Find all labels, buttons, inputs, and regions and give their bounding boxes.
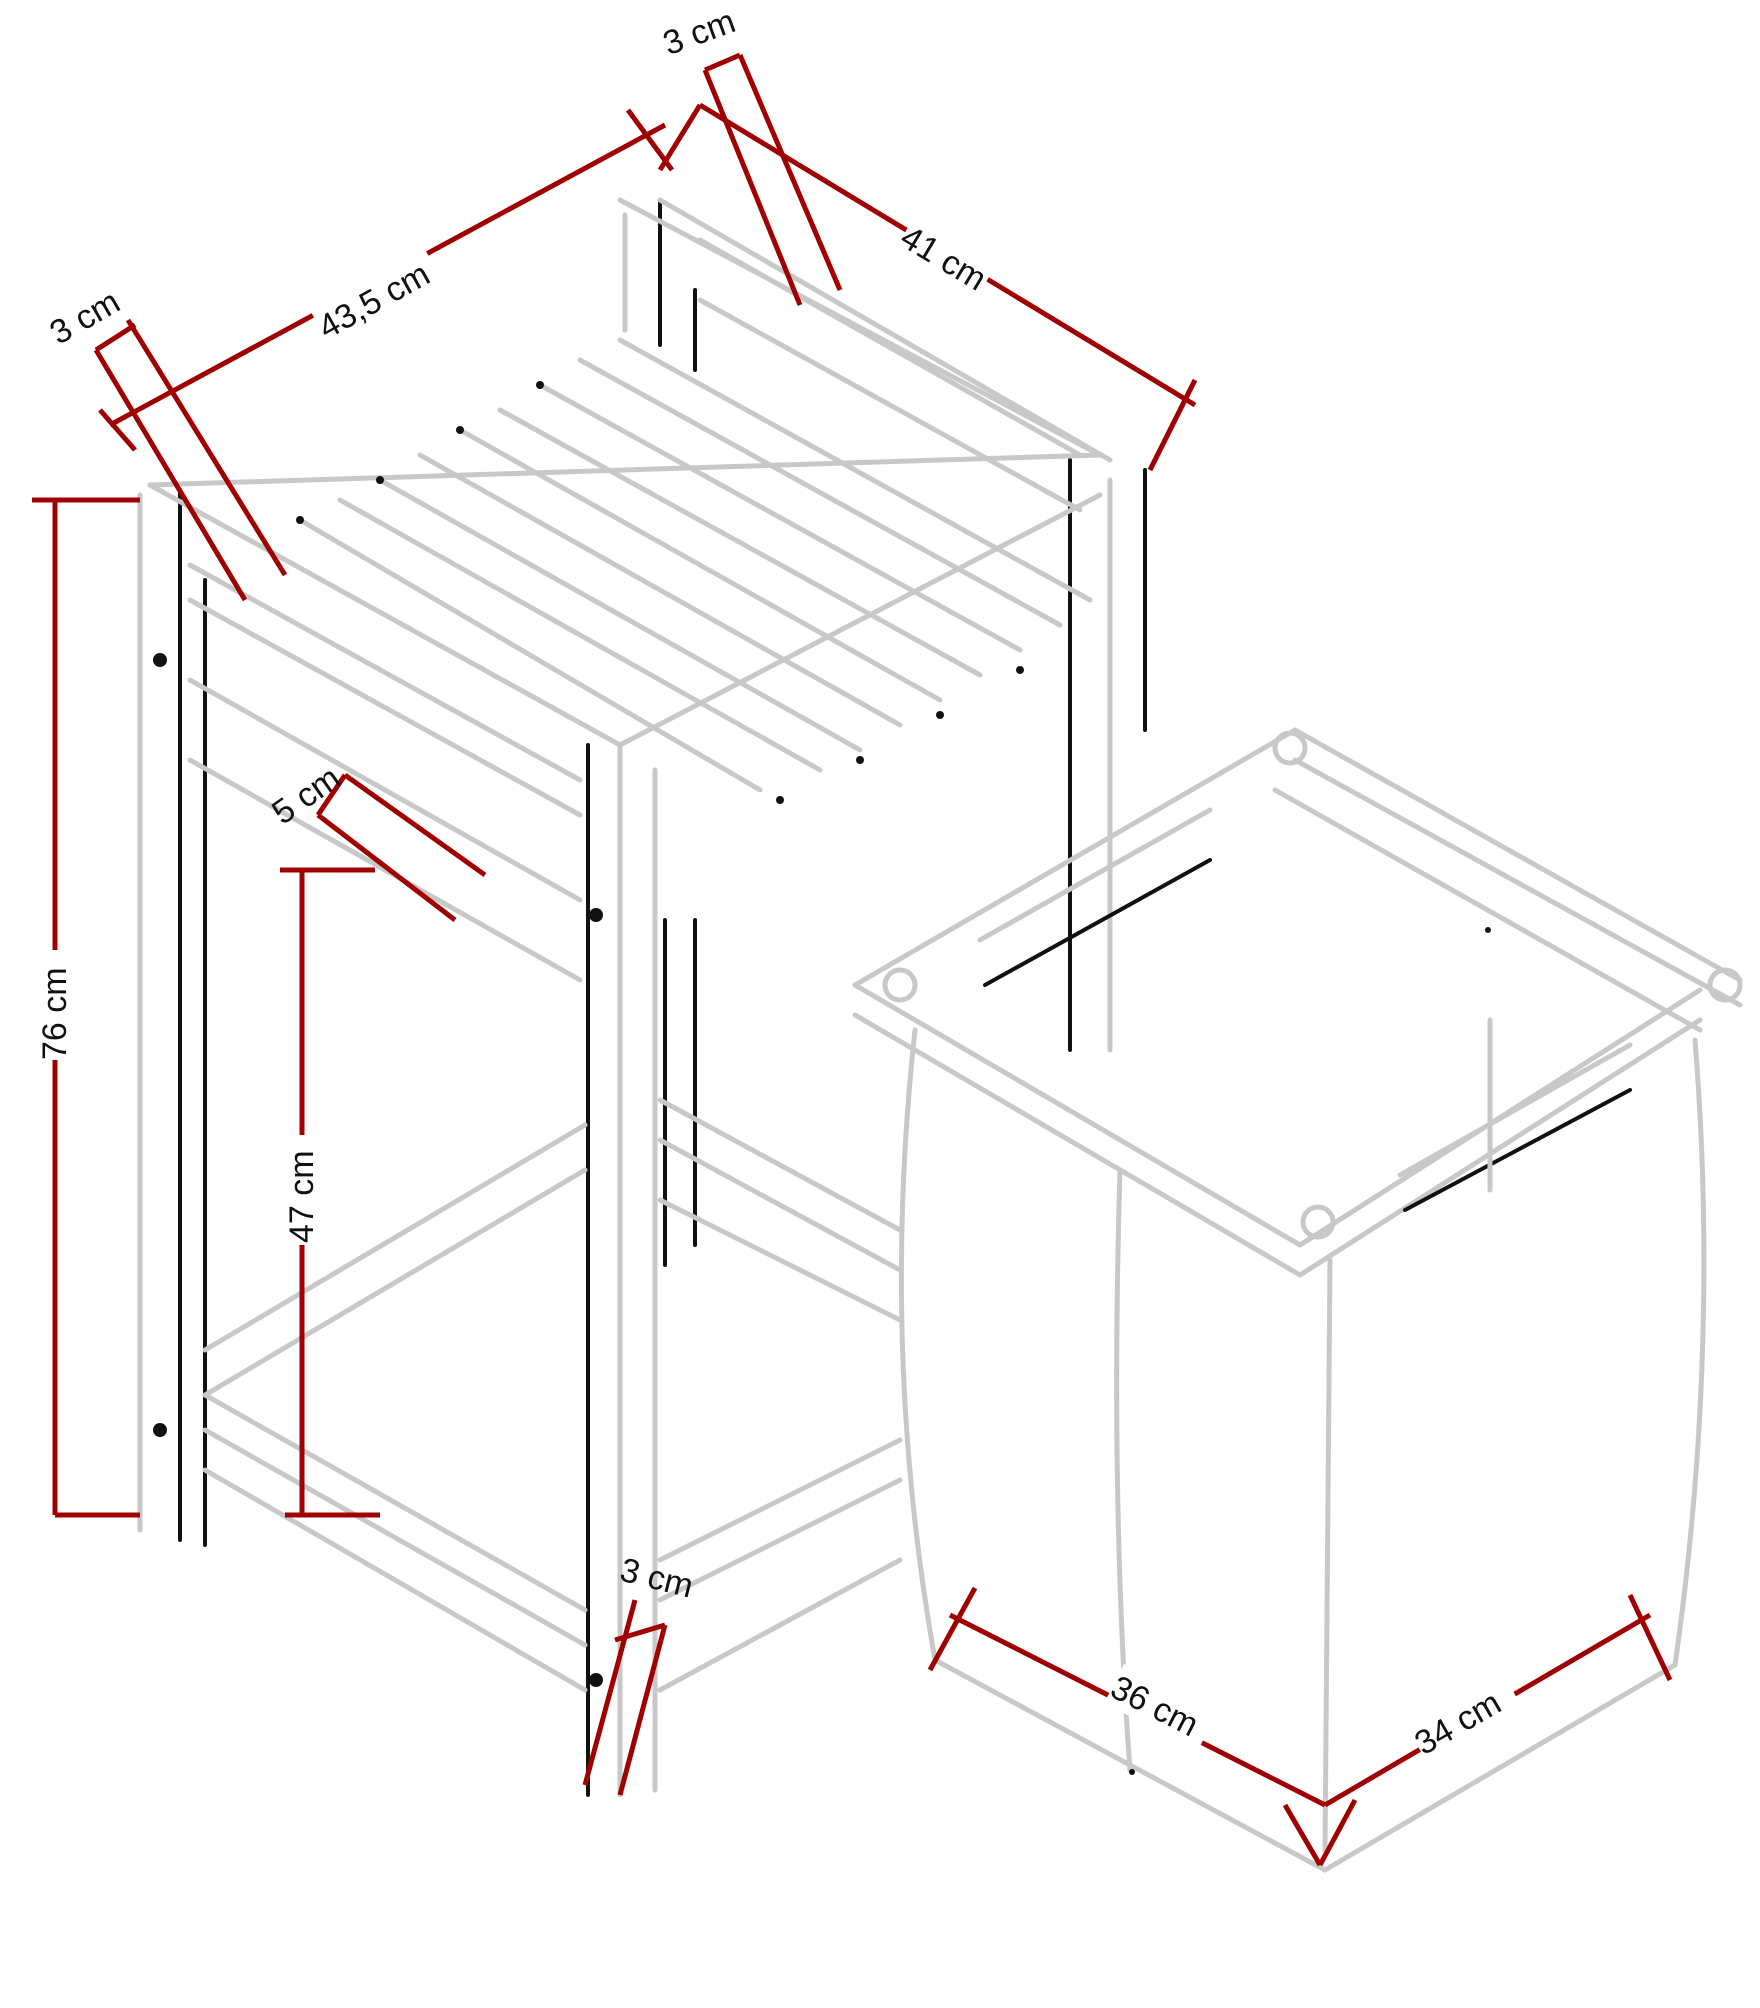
left-front-leg (137, 488, 207, 1547)
label-rail-height: 5 cm (265, 759, 347, 832)
front-rails (187, 562, 583, 983)
basket-top-frame (852, 727, 1743, 1278)
top-slats (296, 337, 1093, 804)
label-back-post-thickness: 3 cm (658, 2, 740, 63)
label-total-height: 76 cm (36, 967, 74, 1060)
basket-drawing (852, 727, 1743, 1873)
label-shelf-height: 47 cm (283, 1150, 321, 1243)
lower-shelf (202, 1097, 903, 1693)
dimension-rail-height (315, 772, 487, 922)
dimension-front-rail-thickness (93, 318, 288, 602)
dimension-back-post-thickness (702, 52, 843, 306)
back-legs (622, 198, 1147, 1267)
shelf-unit-drawing (137, 197, 1147, 1798)
label-front-rail-thickness: 3 cm (44, 283, 127, 353)
right-front-leg (586, 742, 658, 1798)
top-frame (147, 197, 1113, 748)
label-top-depth: 41 cm (894, 218, 993, 298)
label-basket-depth: 34 cm (1408, 1684, 1507, 1763)
dimension-basket-depth (1317, 1593, 1673, 1867)
label-leg-thickness: 3 cm (616, 1551, 697, 1606)
dimension-leg-thickness (582, 1599, 668, 1796)
basket-handles (977, 807, 1633, 1212)
